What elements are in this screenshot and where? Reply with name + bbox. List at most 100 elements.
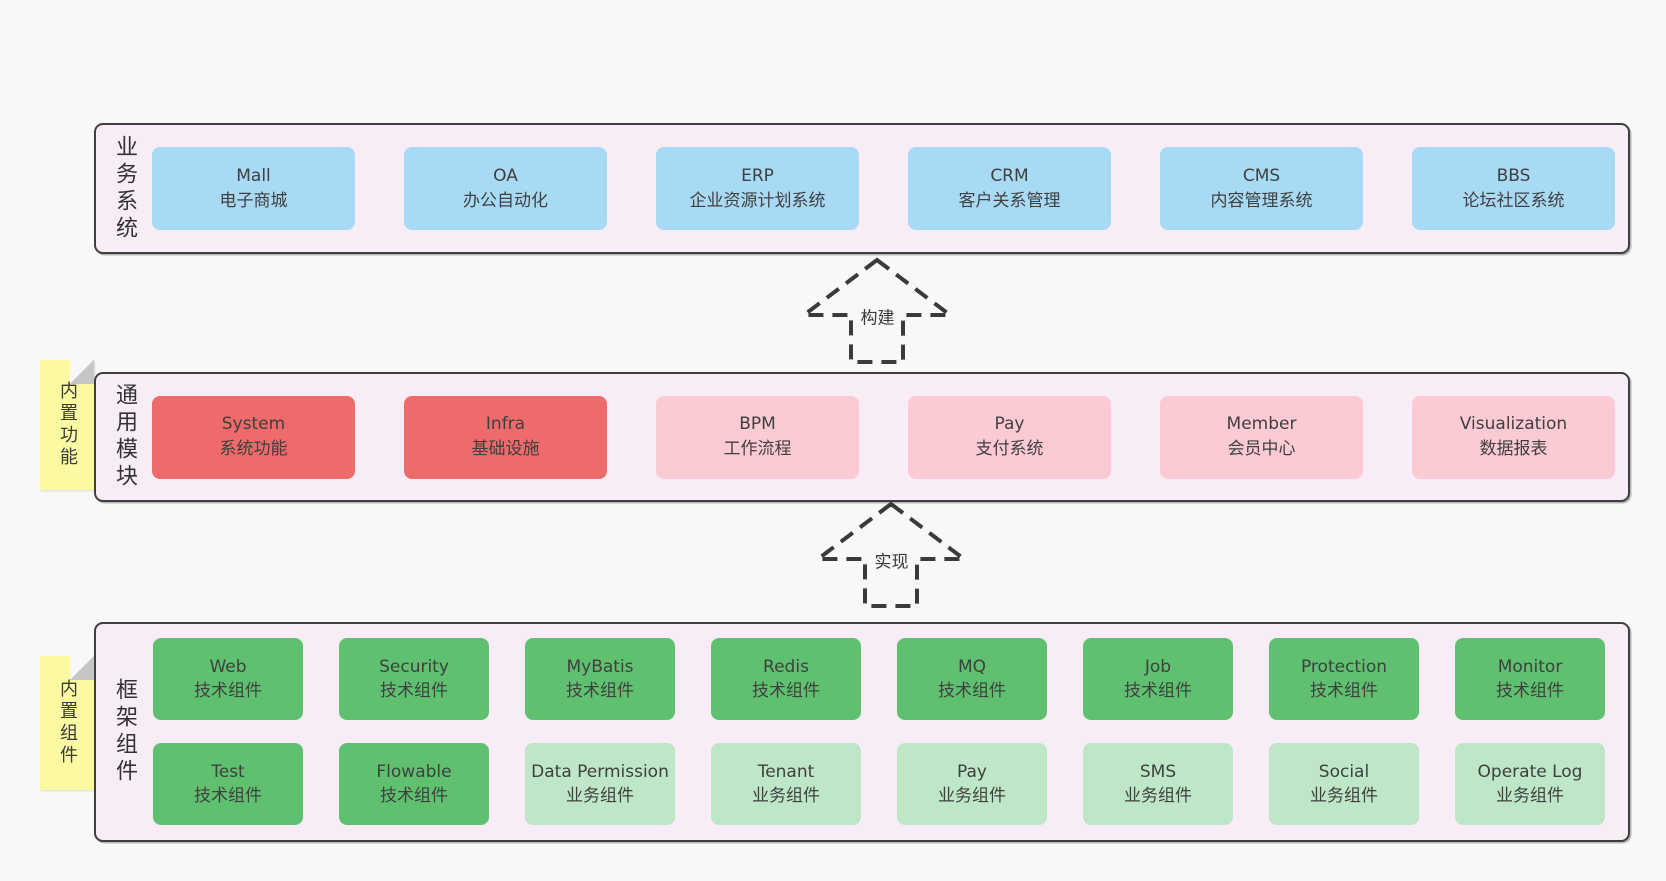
- diagram-box-redis: Redis 技术组件: [711, 637, 861, 720]
- box-title-en: CMS: [1242, 165, 1281, 186]
- diagram-box-web: Web 技术组件: [153, 637, 303, 720]
- box-subtitle-zh: 客户关系管理: [958, 190, 1061, 211]
- box-title-en: Member: [1226, 414, 1297, 434]
- tag-built-in-features-label: 内置功能: [57, 381, 78, 469]
- box-subtitle-zh: 技术组件: [566, 680, 634, 701]
- section-business-systems-label: 业务系统: [112, 134, 137, 243]
- diagram-box-security: Security 技术组件: [339, 637, 489, 720]
- box-subtitle-zh: 工作流程: [723, 439, 792, 459]
- diagram-box-bpm: BPM 工作流程: [656, 395, 859, 479]
- tag-built-in-features: 内置功能: [40, 360, 94, 490]
- box-subtitle-zh: 数据报表: [1479, 439, 1548, 459]
- implement-arrow-up: 实现: [809, 500, 974, 612]
- box-subtitle-zh: 业务组件: [938, 785, 1006, 806]
- box-title-en: Job: [1144, 656, 1172, 677]
- diagram-box-mybatis: MyBatis 技术组件: [525, 637, 675, 720]
- section-business-systems: 业务系统 Mall 电子商城 OA 办公自动化 ERP 企业资源计划系统 CRM 客户关系管理…: [94, 123, 1630, 254]
- box-title-en: Visualization: [1459, 414, 1568, 434]
- box-title-en: Data Permission: [531, 761, 669, 782]
- box-subtitle-zh: 技术组件: [752, 680, 820, 701]
- diagram-box-test: Test 技术组件: [153, 742, 303, 825]
- folded-corner-icon: [70, 656, 94, 680]
- box-title-en: OA: [493, 165, 518, 186]
- box-subtitle-zh: 支付系统: [975, 439, 1044, 459]
- box-subtitle-zh: 企业资源计划系统: [689, 190, 826, 211]
- box-subtitle-zh: 系统功能: [219, 439, 288, 459]
- diagram-box-pay: Pay 支付系统: [908, 395, 1111, 479]
- box-subtitle-zh: 技术组件: [1124, 680, 1192, 701]
- business-systems-boxes: Mall 电子商城 OA 办公自动化 ERP 企业资源计划系统 CRM 客户关系管理 CMS 内容…: [152, 147, 1628, 230]
- box-subtitle-zh: 业务组件: [1310, 785, 1378, 806]
- build-arrow-up: 构建: [795, 256, 960, 368]
- box-subtitle-zh: 基础设施: [471, 439, 540, 459]
- box-title-en: Tenant: [757, 761, 815, 782]
- box-subtitle-zh: 技术组件: [1496, 680, 1564, 701]
- diagram-box-infra: Infra 基础设施: [404, 395, 607, 479]
- diagram-box-job: Job 技术组件: [1083, 637, 1233, 720]
- diagram-box-erp: ERP 企业资源计划系统: [656, 147, 859, 230]
- dashed-up-arrow-icon: [812, 501, 970, 608]
- box-title-en: Test: [211, 761, 245, 782]
- box-subtitle-zh: 业务组件: [566, 785, 634, 806]
- section-common-modules-label: 通用模块: [112, 383, 137, 491]
- box-subtitle-zh: 技术组件: [938, 680, 1006, 701]
- diagram-box-crm: CRM 客户关系管理: [908, 147, 1111, 230]
- box-title-en: Pay: [957, 761, 987, 782]
- box-title-en: MyBatis: [566, 656, 634, 677]
- box-subtitle-zh: 技术组件: [194, 680, 262, 701]
- box-title-en: Monitor: [1497, 656, 1563, 677]
- box-subtitle-zh: 业务组件: [1496, 785, 1564, 806]
- box-title-en: MQ: [957, 656, 987, 677]
- box-subtitle-zh: 办公自动化: [463, 190, 548, 211]
- box-title-en: CRM: [990, 165, 1029, 186]
- box-subtitle-zh: 技术组件: [194, 785, 262, 806]
- box-title-en: Redis: [763, 656, 809, 677]
- folded-corner-icon: [70, 360, 94, 384]
- tag-built-in-components-label: 内置组件: [57, 679, 78, 767]
- diagram-box-oa: OA 办公自动化: [404, 147, 607, 230]
- diagram-box-social: Social 业务组件: [1269, 742, 1419, 825]
- tag-built-in-components: 内置组件: [40, 656, 94, 790]
- diagram-box-pay: Pay 业务组件: [897, 742, 1047, 825]
- box-title-en: Flowable: [376, 761, 452, 782]
- diagram-box-system: System 系统功能: [152, 395, 355, 479]
- box-title-en: Web: [209, 656, 247, 677]
- box-title-en: BBS: [1496, 165, 1531, 186]
- box-title-en: Pay: [994, 414, 1025, 434]
- box-title-en: Infra: [485, 414, 526, 434]
- box-title-en: Social: [1318, 761, 1370, 782]
- diagram-box-member: Member 会员中心: [1160, 395, 1363, 479]
- diagram-box-mq: MQ 技术组件: [897, 637, 1047, 720]
- diagram-box-cms: CMS 内容管理系统: [1160, 147, 1363, 230]
- section-common-modules: 通用模块 System 系统功能 Infra 基础设施 BPM 工作流程 Pay 支付系统 Me…: [94, 372, 1630, 502]
- diagram-box-mall: Mall 电子商城: [152, 147, 355, 230]
- diagram-box-visualization: Visualization 数据报表: [1412, 395, 1615, 479]
- box-title-en: System: [221, 414, 286, 434]
- box-subtitle-zh: 电子商城: [219, 190, 288, 211]
- box-subtitle-zh: 内容管理系统: [1210, 190, 1313, 211]
- implement-arrow-label: 实现: [870, 546, 913, 574]
- section-framework-components-label: 框架组件: [112, 678, 137, 786]
- box-title-en: Mall: [236, 165, 271, 186]
- box-subtitle-zh: 技术组件: [1310, 680, 1378, 701]
- diagram-box-monitor: Monitor 技术组件: [1455, 637, 1605, 720]
- box-title-en: Security: [379, 656, 449, 677]
- box-subtitle-zh: 会员中心: [1227, 439, 1296, 459]
- box-title-en: BPM: [739, 414, 776, 434]
- box-subtitle-zh: 论坛社区系统: [1462, 190, 1565, 211]
- box-title-en: Protection: [1300, 656, 1387, 677]
- common-modules-boxes: System 系统功能 Infra 基础设施 BPM 工作流程 Pay 支付系统 Member 会…: [152, 395, 1628, 479]
- box-title-en: SMS: [1139, 761, 1177, 782]
- box-subtitle-zh: 技术组件: [380, 680, 448, 701]
- diagram-box-data-permission: Data Permission 业务组件: [525, 742, 675, 825]
- box-title-en: ERP: [741, 165, 774, 186]
- build-arrow-label: 构建: [856, 302, 899, 330]
